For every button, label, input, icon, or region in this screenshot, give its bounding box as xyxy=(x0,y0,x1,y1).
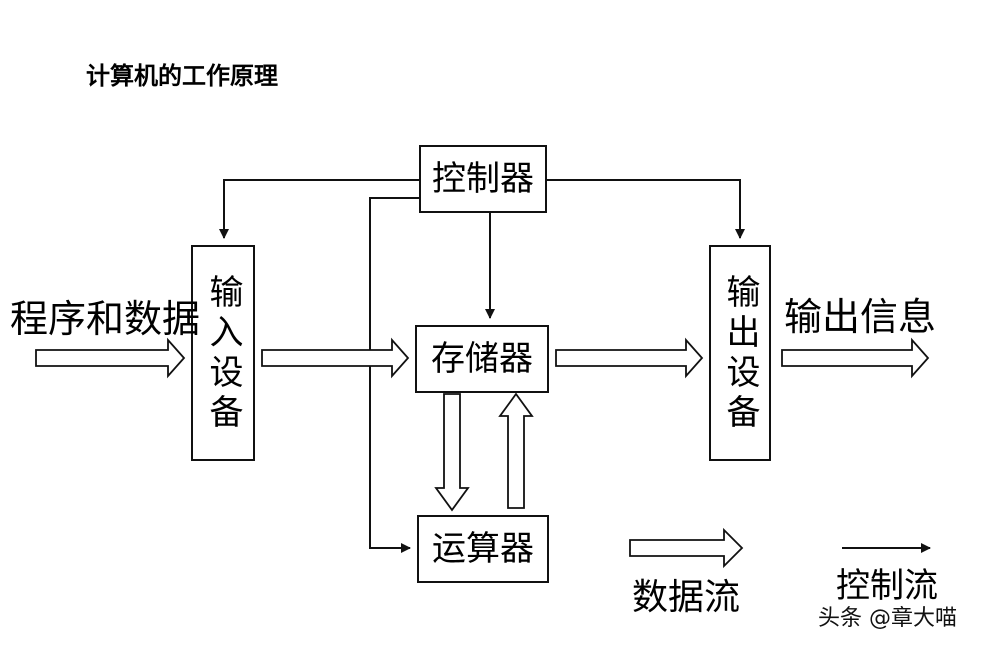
controller-label: 控制器 xyxy=(432,159,534,199)
memory-box xyxy=(415,325,549,393)
output-device-box xyxy=(709,245,771,461)
alu-label: 运算器 xyxy=(432,529,534,569)
legend-data-flow-arrow xyxy=(629,527,744,569)
data-arrow-alu-to-memory xyxy=(498,392,534,509)
data-arrow-memory-to-output xyxy=(555,337,704,379)
input-device-label: 输入设备 xyxy=(203,274,243,434)
output-device-label: 输出设备 xyxy=(720,274,760,434)
control-to-input-line xyxy=(219,179,420,239)
controller-box xyxy=(419,145,547,213)
memory-label: 存储器 xyxy=(431,339,533,379)
diagram-title: 计算机的工作原理 xyxy=(86,62,278,90)
legend-control-flow-label: 控制流 xyxy=(836,566,938,606)
alu-box xyxy=(417,515,549,583)
control-to-output-line xyxy=(546,179,745,239)
data-arrow-output-info xyxy=(781,337,930,379)
input-device-box xyxy=(191,245,255,461)
output-info-label: 输出信息 xyxy=(784,295,937,339)
legend-data-flow-label: 数据流 xyxy=(632,577,741,618)
data-arrow-memory-to-alu xyxy=(434,393,470,512)
control-to-alu-line xyxy=(369,197,420,553)
data-arrow-program-to-input xyxy=(35,337,186,379)
program-and-data-label: 程序和数据 xyxy=(10,297,201,341)
watermark-text: 头条 @章大喵 xyxy=(818,606,957,631)
data-arrow-input-to-memory xyxy=(261,337,410,379)
